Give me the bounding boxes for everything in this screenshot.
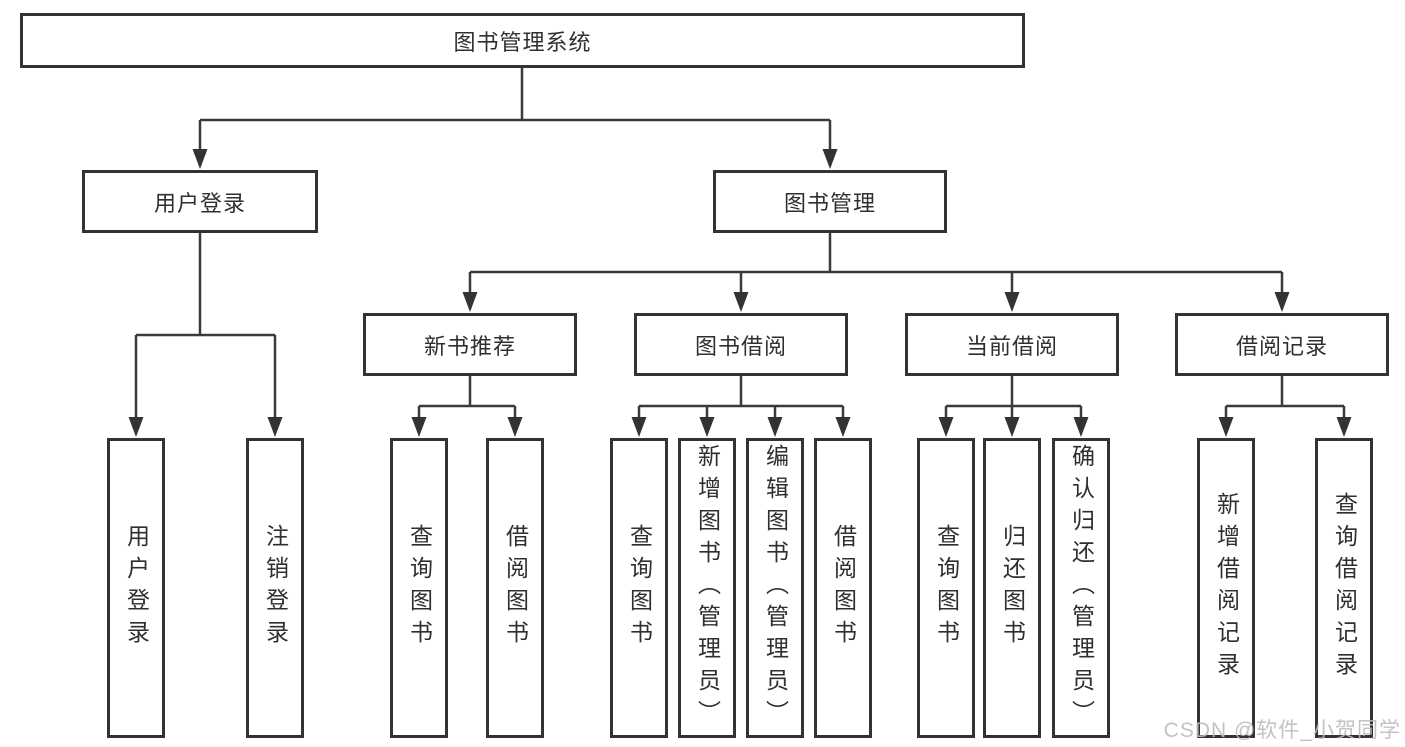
node-book-management: 图书管理 xyxy=(713,170,947,233)
leaf-borrow-books-2: 借阅图书 xyxy=(814,438,872,738)
leaf-borrow-books-1: 借阅图书 xyxy=(486,438,544,738)
node-borrowing-records: 借阅记录 xyxy=(1175,313,1389,376)
node-current-borrowing: 当前借阅 xyxy=(905,313,1119,376)
leaf-logout: 注销登录 xyxy=(246,438,304,738)
leaf-query-books-1: 查询图书 xyxy=(390,438,448,738)
node-user-login: 用户登录 xyxy=(82,170,318,233)
leaf-query-borrow-record: 查询借阅记录 xyxy=(1315,438,1373,738)
node-library-management-system: 图书管理系统 xyxy=(20,13,1025,68)
leaf-user-login: 用户登录 xyxy=(107,438,165,738)
leaf-query-books-2: 查询图书 xyxy=(610,438,668,738)
leaf-confirm-return-admin: 确认归还（管理员） xyxy=(1052,438,1110,738)
node-book-borrowing: 图书借阅 xyxy=(634,313,848,376)
leaf-query-books-3: 查询图书 xyxy=(917,438,975,738)
node-new-book-recommendation: 新书推荐 xyxy=(363,313,577,376)
leaf-edit-books-admin: 编辑图书（管理员） xyxy=(746,438,804,738)
leaf-return-books: 归还图书 xyxy=(983,438,1041,738)
leaf-add-books-admin: 新增图书（管理员） xyxy=(678,438,736,738)
csdn-watermark: CSDN @软件_小贺同学 xyxy=(1163,719,1401,742)
leaf-add-borrow-record: 新增借阅记录 xyxy=(1197,438,1255,738)
